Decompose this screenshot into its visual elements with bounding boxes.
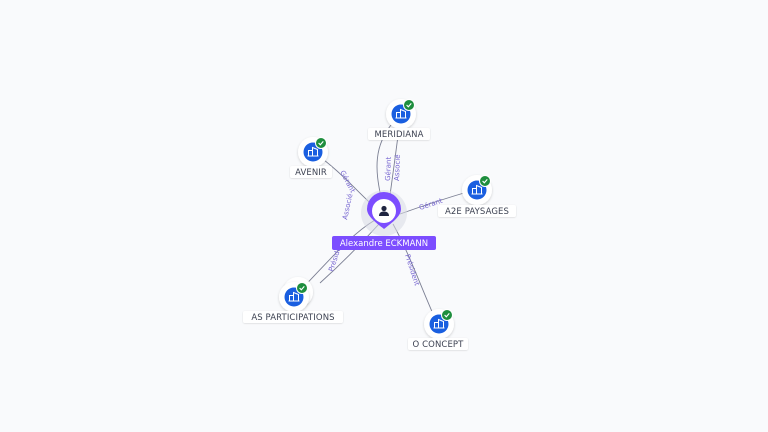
person-node[interactable]: Alexandre ECKMANN: [332, 190, 436, 250]
company-name: O CONCEPT: [413, 340, 465, 350]
check-icon: [482, 179, 488, 184]
edge-label-oconcept-president: Président: [403, 253, 421, 287]
company-label-bg: [243, 311, 343, 323]
building-icon: [288, 291, 300, 302]
edge-label-meridiana-gerant: Gérant: [384, 156, 393, 181]
person-name: Alexandre ECKMANN: [340, 239, 428, 249]
building-icon: [307, 146, 319, 157]
company-label-bg: [368, 128, 430, 140]
company-node-asp[interactable]: AS PARTICIPATIONS: [243, 277, 343, 323]
edge-asp-2: [319, 223, 380, 284]
company-node-avenir[interactable]: AVENIR: [290, 137, 332, 178]
company-name: A2E PAYSAGES: [445, 207, 509, 217]
check-icon: [299, 286, 305, 291]
company-node-meridiana[interactable]: MERIDIANA: [368, 99, 430, 140]
person-label-bg: [332, 236, 436, 250]
company-label-bg: [408, 338, 468, 350]
building-icon: [471, 184, 483, 195]
check-icon: [406, 103, 412, 108]
building-icon: [433, 318, 445, 329]
company-name: AVENIR: [295, 168, 327, 178]
verified-badge-icon: [403, 99, 415, 111]
company-nodes: MERIDIANA AVENIR A2E PAYSAGES AS PARTICIPAT…: [243, 99, 516, 350]
edge-label-meridiana-associe: Associé: [393, 154, 402, 181]
company-node-oconcept[interactable]: O CONCEPT: [408, 309, 468, 350]
edge-label-avenir-associe: Associé: [341, 193, 354, 221]
building-icon: [395, 108, 407, 119]
company-name: AS PARTICIPATIONS: [251, 313, 334, 323]
verified-badge-icon: [441, 309, 453, 321]
verified-badge-icon: [315, 137, 327, 149]
company-name: MERIDIANA: [374, 130, 423, 140]
company-label-bg: [290, 166, 332, 178]
check-icon: [444, 313, 450, 318]
check-icon: [318, 141, 324, 146]
company-node-a2e[interactable]: A2E PAYSAGES: [438, 175, 516, 217]
person-icon: [379, 205, 389, 216]
company-label-bg: [438, 205, 516, 217]
verified-badge-icon: [296, 282, 308, 294]
verified-badge-icon: [479, 175, 491, 187]
edge-label-avenir-gerant: Gérant: [338, 169, 356, 194]
